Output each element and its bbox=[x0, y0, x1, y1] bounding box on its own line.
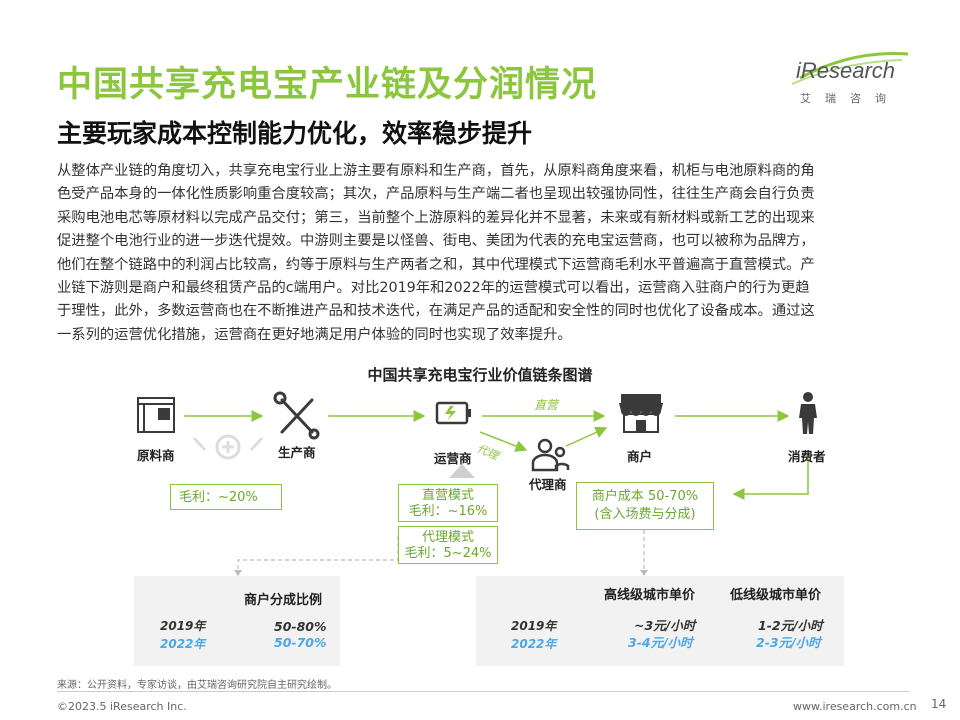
store-icon bbox=[619, 394, 663, 433]
direct-mode-title: 直营模式 bbox=[421, 488, 474, 503]
merchant-cost-line2: (含入场费与分成) bbox=[594, 507, 696, 522]
body-line: 从整体产业链的角度切入，共享充电宝行业上游主要有原料和生产商，首先，从原料商角度… bbox=[57, 163, 815, 179]
high-tier-price-header: 高线级城市单价 bbox=[604, 588, 696, 603]
upstream-margin-box: 毛利：~20% bbox=[170, 484, 282, 510]
low-tier-price-2019: 1-2元/小时 bbox=[758, 618, 823, 633]
diagram-title: 中国共享充电宝行业价值链条图谱 bbox=[367, 366, 593, 384]
logo-subtitle: 艾瑞咨询 bbox=[800, 92, 900, 105]
left-year-2022: 2022年 bbox=[160, 637, 206, 651]
body-line: 于理性，此外，多数运营商也在不断推进产品和技术迭代，在满足产品的适配和安全性的同… bbox=[57, 303, 815, 320]
agency-mode-title: 代理模式 bbox=[421, 530, 474, 545]
node-agent: 代理商 bbox=[529, 477, 567, 492]
producer-tools-icon bbox=[273, 391, 320, 440]
copyright-text: ©2023.5 iResearch Inc. bbox=[57, 700, 187, 713]
merchant-share-header: 商户分成比例 bbox=[244, 593, 323, 608]
low-tier-price-header: 低线级城市单价 bbox=[730, 588, 822, 603]
node-raw-material: 原料商 bbox=[137, 448, 175, 463]
agency-mode-margin: 毛利：5~24% bbox=[404, 546, 492, 561]
merchant-share-panel bbox=[134, 576, 340, 666]
body-line: 色受产品本身的一体化性质影响重合度较高；其次，产品原料与生产端二者也呈现出较强协… bbox=[57, 186, 815, 203]
arrow-consumer-to-cost bbox=[732, 458, 809, 500]
logo-swoosh-icon bbox=[792, 52, 909, 85]
body-line: 他们在整个链路中的利润占比较高，约等于原料与生产两者之和，其中代理模式下运营商毛… bbox=[57, 256, 815, 273]
page-subtitle: 主要玩家成本控制能力优化，效率稳步提升 bbox=[57, 119, 533, 148]
low-tier-price-2022: 2-3元/小时 bbox=[756, 635, 821, 650]
operator-pointer bbox=[449, 464, 475, 478]
body-line: 业链下游则是商户和最终租赁产品的c端用户。对比2019年和2022年的运营模式可… bbox=[57, 280, 810, 297]
source-note: 来源：公开资料，专家访谈，由艾瑞咨询研究院自主研究绘制。 bbox=[57, 680, 337, 691]
arrow-agency bbox=[479, 431, 528, 452]
agency-mode-box: 代理模式 毛利：5~24% bbox=[398, 526, 498, 564]
battery-icon bbox=[435, 401, 471, 425]
dashed-connector-left bbox=[237, 536, 399, 572]
website-link[interactable]: www.iresearch.com.cn bbox=[793, 700, 917, 713]
body-paragraph: 从整体产业链的角度切入，共享充电宝行业上游主要有原料和生产商，首先，从原料商角度… bbox=[57, 160, 909, 347]
body-line: 采购电池电芯等原材料以完成产品交付；第三，当前整个上游原料的差异化并不显著，未来… bbox=[57, 209, 815, 226]
node-producer: 生产商 bbox=[278, 445, 316, 460]
edge-direct-label: 直营 bbox=[534, 398, 559, 412]
high-tier-price-2022: 3-4元/小时 bbox=[628, 635, 693, 650]
right-year-2019: 2019年 bbox=[511, 619, 557, 633]
merchant-share-2022: 50-70% bbox=[274, 635, 327, 650]
page-title: 中国共享充电宝产业链及分润情况 bbox=[57, 65, 598, 105]
footer-divider bbox=[57, 691, 909, 692]
direct-mode-margin: 毛利：~16% bbox=[408, 504, 488, 519]
node-merchant: 商户 bbox=[627, 449, 653, 464]
high-tier-price-2019: ~3元/小时 bbox=[634, 618, 696, 633]
raw-material-icon bbox=[137, 397, 175, 433]
body-line: 促进整个电池行业的进一步迭代提效。中游则主要是以怪兽、街电、美团为代表的充电宝运… bbox=[57, 233, 815, 250]
right-year-2022: 2022年 bbox=[511, 637, 557, 651]
unit-price-panel bbox=[476, 576, 844, 666]
plus-connector-icon bbox=[192, 434, 264, 460]
left-year-2019: 2019年 bbox=[160, 619, 206, 633]
node-consumer: 消费者 bbox=[788, 449, 826, 464]
merchant-cost-box: 商户成本 50-70% (含入场费与分成) bbox=[576, 482, 714, 530]
arrow-agent-to-merchant bbox=[565, 426, 608, 447]
consumer-person-icon bbox=[799, 392, 817, 434]
merchant-share-2019: 50-80% bbox=[274, 619, 327, 634]
body-line: 一系列的运营优化措施，运营商在更好地满足用户体验的同时也实现了效率提升。 bbox=[57, 326, 572, 343]
agent-people-icon bbox=[531, 438, 570, 472]
logo-text: iResearch bbox=[796, 58, 896, 83]
page-number: 14 bbox=[931, 697, 947, 711]
direct-mode-box: 直营模式 毛利：~16% bbox=[398, 484, 498, 522]
node-operator: 运营商 bbox=[434, 451, 472, 466]
merchant-cost-line1: 商户成本 50-70% bbox=[591, 489, 699, 504]
